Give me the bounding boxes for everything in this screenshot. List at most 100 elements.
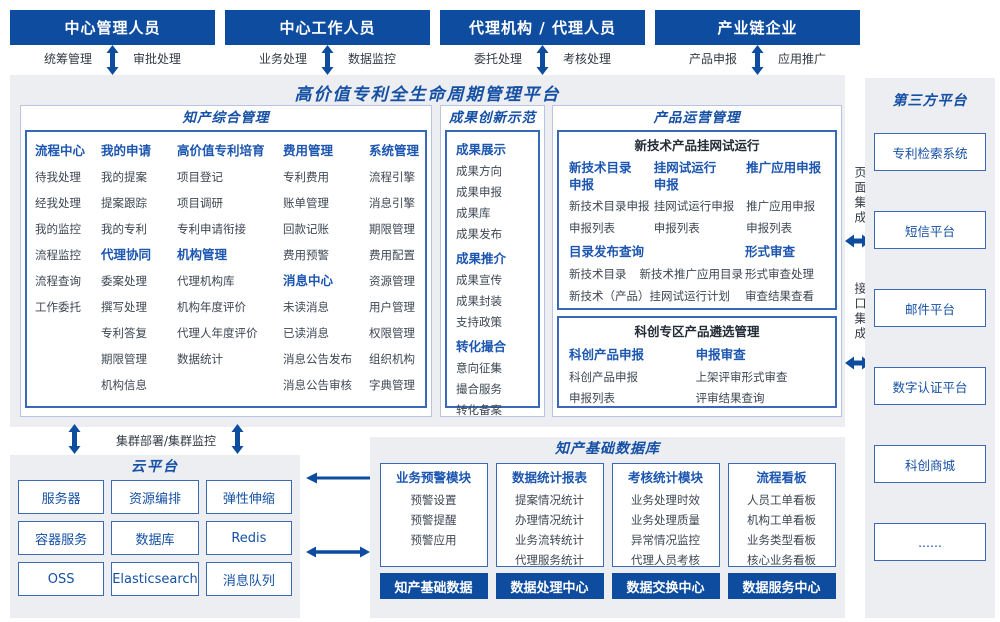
module-header: 数据统计报表 xyxy=(511,470,587,485)
module-item: 专利申请衔接 xyxy=(177,222,246,236)
section-title: 知产综合管理 xyxy=(182,110,270,126)
module-item: 推广应用申报 xyxy=(746,199,816,213)
module-column: 流程中心 待我处理经我处理我的监控流程监控流程查询工作委托 xyxy=(35,138,101,406)
module-item: 转化备案 xyxy=(456,403,502,417)
up-down-arrow-icon xyxy=(536,45,549,75)
section-title: 成果创新示范 xyxy=(449,110,536,126)
subbox-title: 新技术产品挂网试运行 xyxy=(634,138,760,153)
role-function-label: 统筹管理 xyxy=(43,52,92,66)
left-arrow-icon xyxy=(306,472,370,484)
api-integration-label: 接口集成 xyxy=(853,282,867,342)
module-header: 系统管理 xyxy=(369,143,420,158)
module-item: 申报列表 xyxy=(569,391,615,405)
cluster-deploy-monitor-label: 集群部署/集群监控 xyxy=(115,434,217,448)
cloud-service-box: 容器服务 xyxy=(18,521,105,555)
module-item: 成果宣传 xyxy=(456,273,502,287)
module-item-list: 待我处理经我处理我的监控流程监控流程查询工作委托 xyxy=(35,164,101,320)
cloud-service-box: 资源编排 xyxy=(111,480,199,514)
section-achievements: 成果创新示范 成果展示 成果方向成果申报成果库成果发布 成果推介 成果宣传成果封… xyxy=(440,105,545,417)
section-third-party: 第三方平台 专利检索系统短信平台邮件平台数字认证平台科创商城...... xyxy=(865,78,995,618)
role-function-label: 数据监控 xyxy=(348,52,397,66)
module-item: 新技术（产品）挂网试运行计划 xyxy=(569,289,730,303)
third-party-box: ...... xyxy=(874,523,986,561)
module-item: 流程引擎 xyxy=(369,170,415,184)
module-item: 消息公告审核 xyxy=(283,378,352,392)
module-item: 新技术目录申报 xyxy=(569,199,650,213)
up-down-arrow-icon xyxy=(231,424,244,454)
module-item: 流程监控 xyxy=(35,248,81,262)
module-item: 经我处理 xyxy=(35,196,81,210)
module-item: 评审结果查询 xyxy=(695,391,765,405)
module-item: 核心业务看板 xyxy=(747,553,816,567)
module-item: 专利答复 xyxy=(101,326,147,340)
platform-title: 高价值专利全生命周期管理平台 xyxy=(294,85,561,105)
role-title: 中心工作人员 xyxy=(225,10,430,45)
module-header: 高价值专利培育 xyxy=(177,143,265,158)
module-header: 推广应用申报 xyxy=(746,160,822,175)
module-item: 成果申报 xyxy=(456,185,502,199)
module-item: 申报列表 xyxy=(653,221,700,235)
module-item: 用户管理 xyxy=(369,300,415,314)
module-item: 代理服务统计 xyxy=(515,553,584,567)
module-header: 业务预警模块 xyxy=(395,470,471,485)
module-item: 流程查询 xyxy=(35,274,81,288)
module-column: 挂网试运行 申报 挂网试运行申报申报列表 xyxy=(654,159,746,239)
catalog-query-module: 目录发布查询 新技术目录新技术推广应用目录 新技术（产品）挂网试运行计划 xyxy=(569,241,745,307)
module-item: 字典管理 xyxy=(369,378,415,392)
module-header: 目录发布查询 xyxy=(569,244,645,259)
module-header: 成果推介 xyxy=(456,251,507,266)
module-item: 资源管理 xyxy=(369,274,415,288)
module-item-list: 未读消息已读消息消息公告发布消息公告审核 xyxy=(283,294,369,398)
module-header: 形式审查 xyxy=(745,244,796,259)
module-item: 专利费用 xyxy=(283,170,329,184)
module-item: 机构工单看板 xyxy=(747,513,816,527)
module-header: 流程中心 xyxy=(35,143,86,158)
achievements-modules: 成果展示 成果方向成果申报成果库成果发布 成果推介 成果宣传成果封装支持政策 转… xyxy=(445,130,540,417)
module-item: 我的专利 xyxy=(101,222,147,236)
module-item-list: 委案处理撰写处理专利答复期限管理机构信息 xyxy=(101,268,177,398)
module-item: 期限管理 xyxy=(369,222,415,236)
cloud-service-box: 数据库 xyxy=(111,521,199,555)
module-item: 撮合服务 xyxy=(456,382,502,396)
module-item-list: 我的提案提案跟踪我的专利 xyxy=(101,164,177,242)
cloud-service-box: Redis xyxy=(205,521,292,555)
module-item-list: 形式审查处理审查结果查看 xyxy=(745,263,827,307)
module-item: 委案处理 xyxy=(101,274,147,288)
module-item: 预警提醒 xyxy=(410,513,457,527)
module-header: 消息中心 xyxy=(283,273,334,288)
module-column: 我的申请 我的提案提案跟踪我的专利 代理协同 委案处理撰写处理专利答复期限管理机… xyxy=(101,138,177,406)
module-item: 科创产品申报 xyxy=(569,370,638,384)
module-item: 撰写处理 xyxy=(101,300,147,314)
module-item: 支持政策 xyxy=(456,315,502,329)
section-title: 知产基础数据库 xyxy=(555,441,660,457)
data-module: 流程看板 人员工单看板机构工单看板业务类型看板核心业务看板 数据服务中心 xyxy=(727,463,836,599)
section-title: 云平台 xyxy=(131,459,179,475)
module-item-list: 成果方向成果申报成果库成果发布 xyxy=(456,161,538,245)
module-item-list: 意向征集撮合服务转化备案 xyxy=(456,358,538,421)
module-item-list: 流程引擎消息引擎期限管理费用配置资源管理用户管理权限管理组织机构字典管理 xyxy=(369,164,427,398)
module-item: 业务类型看板 xyxy=(747,533,816,547)
module-item: 已读消息 xyxy=(283,326,329,340)
module-item: 费用预警 xyxy=(283,248,329,262)
role-function-label: 产品申报 xyxy=(688,52,737,66)
left-right-arrow-icon xyxy=(845,356,871,370)
cloud-service-box: Elasticsearch xyxy=(111,562,199,596)
data-center-badge: 数据交换中心 xyxy=(611,573,720,599)
section-product-ops: 产品运营管理 新技术产品挂网试运行 新技术目录 申报 新技术目录申报申报列表 挂… xyxy=(552,105,842,417)
module-header: 我的申请 xyxy=(101,143,152,158)
module-column: 新技术目录 申报 新技术目录申报申报列表 xyxy=(569,159,654,239)
module-item-row: 新技术目录新技术推广应用目录 xyxy=(569,263,745,285)
role-function-label: 应用推广 xyxy=(778,52,827,66)
module-column: 系统管理 流程引擎消息引擎期限管理费用配置资源管理用户管理权限管理组织机构字典管… xyxy=(369,138,427,406)
module-column: 推广应用申报 推广应用申报申报列表 xyxy=(746,159,827,239)
data-center-badge: 数据处理中心 xyxy=(495,573,604,599)
cloud-service-box: 弹性伸缩 xyxy=(205,480,292,514)
role-function-label: 考核处理 xyxy=(563,52,612,66)
subbox-online-trial: 新技术产品挂网试运行 新技术目录 申报 新技术目录申报申报列表 挂网试运行 申报… xyxy=(557,130,837,310)
module-item: 人员工单看板 xyxy=(747,493,816,507)
subbox-sci-tech-selection: 科创专区产品遴选管理 科创产品申报 科创产品申报申报列表 申报审查 上架评审形式… xyxy=(557,316,837,408)
module-item: 代理机构库 xyxy=(177,274,235,288)
third-party-box: 邮件平台 xyxy=(874,289,986,327)
